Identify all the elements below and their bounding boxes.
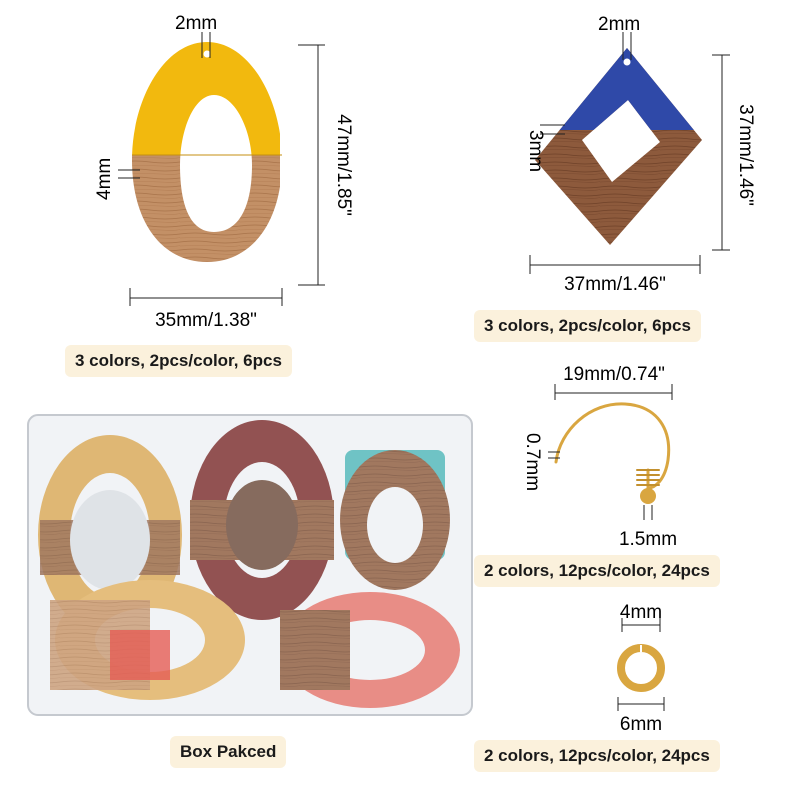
hook-ball-dimension: 1.5mm (619, 529, 677, 550)
hook-bead (640, 488, 656, 504)
rhombus-side-dimension: 3mm (525, 130, 546, 172)
box-oval-red (190, 420, 334, 620)
hook-wire-dimension: 0.7mm (522, 433, 543, 491)
box-rhombus-teal (340, 450, 450, 590)
oval-dimensions (118, 32, 325, 306)
rhombus-width-dimension: 37mm/1.46" (564, 274, 666, 295)
hook-width-dimension: 19mm/0.74" (563, 364, 665, 385)
ring-inner-dimension: 4mm (620, 602, 662, 623)
oval-width-dimension: 35mm/1.38" (155, 310, 257, 331)
rhombus-pendant (535, 48, 702, 245)
box-oval-wood (50, 580, 245, 700)
oval-height-dimension: 47mm/1.85" (333, 114, 354, 216)
rhombus-top-dimension: 2mm (598, 14, 640, 35)
earring-hook (554, 402, 671, 492)
ring-outer-dimension: 6mm (620, 714, 662, 735)
box-caption: Box Pakced (170, 736, 287, 768)
hook-caption: 2 colors, 12pcs/color, 24pcs (474, 555, 720, 587)
rhombus-caption: 3 colors, 2pcs/color, 6pcs (474, 310, 701, 342)
hook-dimensions (548, 384, 673, 520)
rhombus-height-dimension: 37mm/1.46" (735, 104, 756, 206)
oval-caption: 3 colors, 2pcs/color, 6pcs (65, 345, 292, 377)
oval-side-dimension: 4mm (94, 158, 115, 200)
ring-caption: 2 colors, 12pcs/color, 24pcs (474, 740, 720, 772)
ring-dimensions (617, 618, 665, 711)
jump-ring (617, 644, 665, 692)
oval-pendant (132, 42, 282, 262)
oval-top-dimension: 2mm (175, 13, 217, 34)
rhombus-dimensions (529, 32, 730, 274)
box-oval-pink (280, 592, 460, 708)
storage-box (27, 414, 473, 716)
